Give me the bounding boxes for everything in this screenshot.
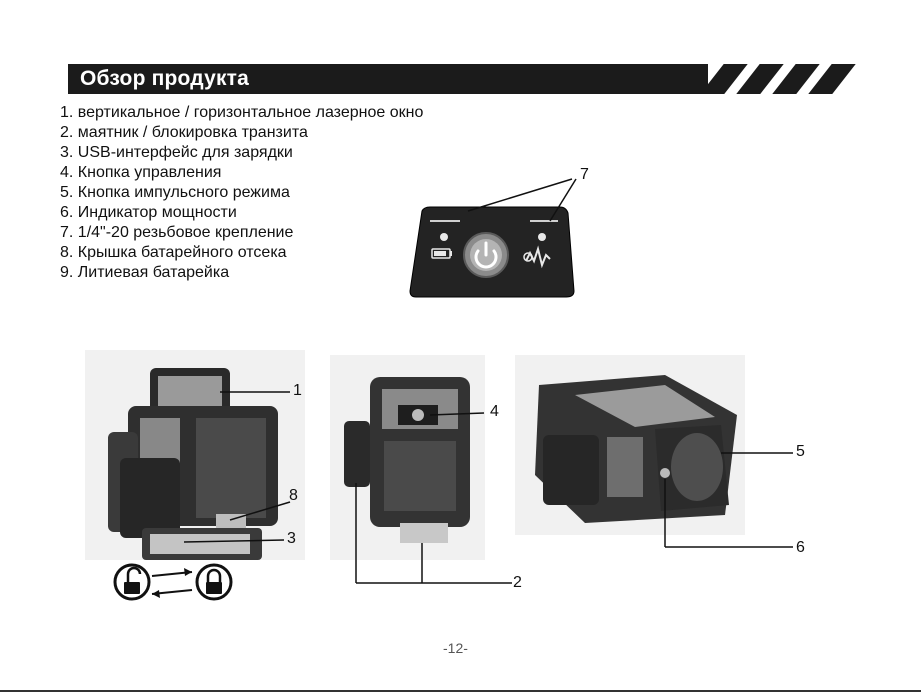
- page-number: -12-: [443, 640, 468, 656]
- feature-item: 4. Кнопка управления: [60, 163, 423, 183]
- feature-item: 7. 1/4"-20 резьбовое крепление: [60, 223, 423, 243]
- power-icon[interactable]: [464, 233, 508, 277]
- bottom-rule: [0, 690, 921, 692]
- callout-3: 3: [287, 530, 296, 548]
- feature-item: 9. Литиевая батарейка: [60, 263, 423, 283]
- feature-item: 3. USB-интерфейс для зарядки: [60, 143, 423, 163]
- lock-closed-icon: [197, 565, 231, 599]
- callout-5: 5: [796, 443, 805, 461]
- callout-6: 6: [796, 539, 805, 557]
- section-title: Обзор продукта: [80, 67, 249, 91]
- callout-8: 8: [289, 487, 298, 505]
- callout-4: 4: [490, 403, 499, 421]
- feature-list: 1. вертикальное / горизонтальное лазерно…: [60, 103, 423, 283]
- device-front-view: [80, 350, 320, 620]
- device-rear-view: [515, 355, 815, 555]
- callout-7: 7: [580, 166, 589, 184]
- device-side-view: [330, 355, 520, 595]
- feature-item: 2. маятник / блокировка транзита: [60, 123, 423, 143]
- control-panel-illustration: [400, 165, 600, 305]
- feature-item: 6. Индикатор мощности: [60, 203, 423, 223]
- lock-open-icon: [115, 565, 149, 599]
- callout-1: 1: [293, 382, 302, 400]
- feature-item: 5. Кнопка импульсного режима: [60, 183, 423, 203]
- callout-2: 2: [513, 574, 522, 592]
- feature-item: 1. вертикальное / горизонтальное лазерно…: [60, 103, 423, 123]
- section-header: Обзор продукта: [68, 64, 708, 94]
- feature-item: 8. Крышка батарейного отсека: [60, 243, 423, 263]
